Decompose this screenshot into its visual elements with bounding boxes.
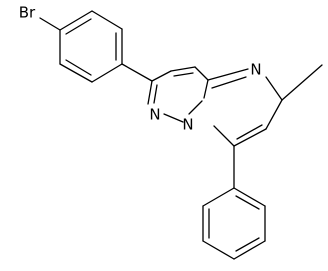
bond <box>91 10 123 30</box>
bond <box>265 76 283 101</box>
bridgehead-nitrogen-label: N <box>182 116 193 134</box>
aryl-link-bond <box>121 63 153 82</box>
bond <box>265 99 283 130</box>
bond <box>188 100 203 115</box>
bond <box>91 63 123 83</box>
double-bond-inner <box>235 237 260 252</box>
double-bond-inner <box>65 18 92 35</box>
double-bond-inner <box>173 72 194 77</box>
double-bond-inner <box>65 59 92 76</box>
bond <box>59 63 93 83</box>
double-bond-inner <box>153 84 158 104</box>
bond <box>233 240 266 260</box>
phenyl-ring <box>202 187 266 260</box>
methyl-bond <box>281 64 323 101</box>
bond <box>202 240 235 260</box>
bromine-label: Br <box>19 4 36 22</box>
bond <box>170 66 196 72</box>
bond <box>233 128 267 147</box>
bond <box>163 113 184 123</box>
bond <box>202 187 235 207</box>
pyrazole-ring <box>147 66 209 123</box>
c-br-bond <box>39 17 61 31</box>
bond <box>147 80 153 105</box>
pyrazole-nitrogen-label: N <box>149 106 160 124</box>
pyrimidine-nitrogen-label: N <box>250 61 261 79</box>
bromophenyl-ring <box>59 10 123 83</box>
double-bond-inner <box>235 195 260 210</box>
bond <box>203 79 209 99</box>
bond <box>233 187 266 207</box>
bond <box>194 66 209 81</box>
bond <box>213 125 235 147</box>
double-bond-inner <box>211 76 247 89</box>
bond <box>151 70 172 82</box>
pyrimidine-ring <box>207 68 283 147</box>
bond <box>207 68 249 81</box>
bond <box>59 10 93 31</box>
double-bond-inner <box>236 124 263 140</box>
